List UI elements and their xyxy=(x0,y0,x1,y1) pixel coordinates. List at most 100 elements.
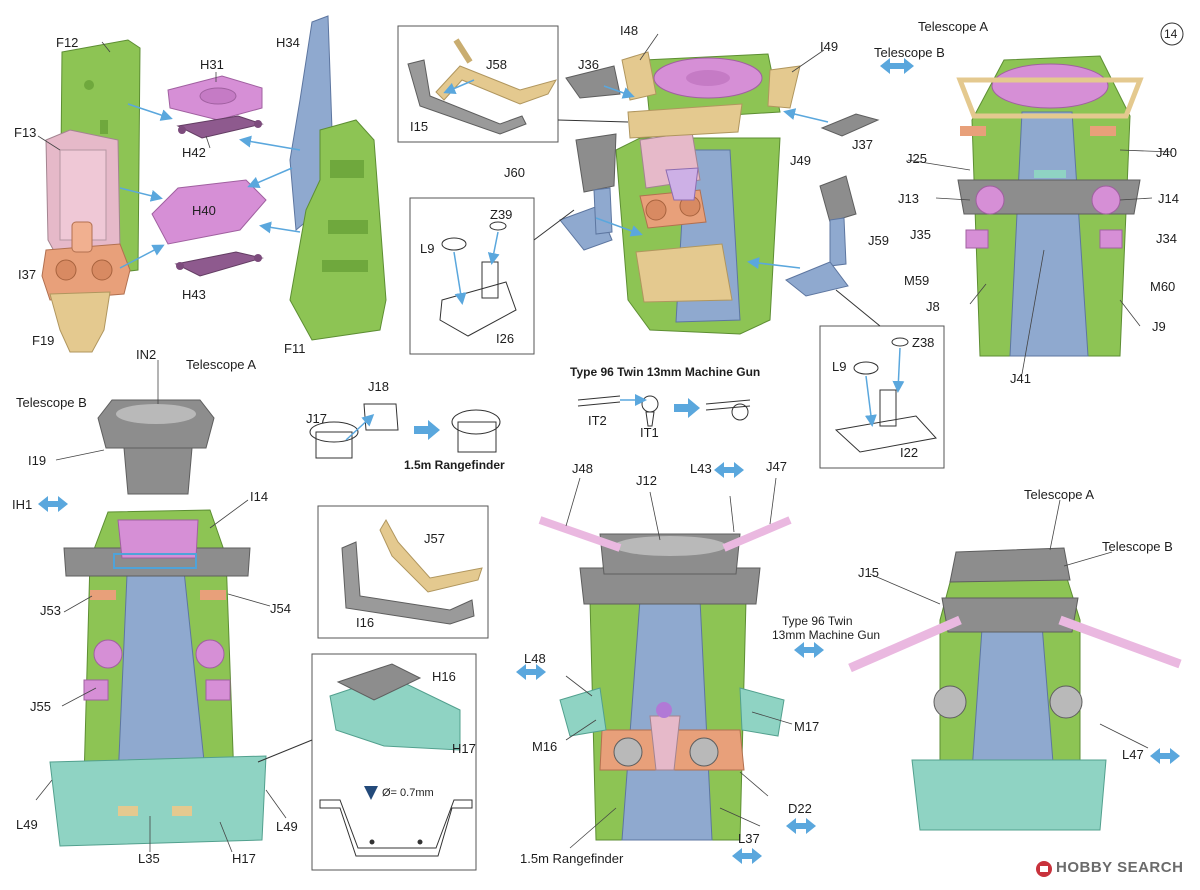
label-i19: I19 xyxy=(28,453,47,468)
f13-part xyxy=(45,129,121,263)
label-j34: J34 xyxy=(1156,231,1177,246)
label-j9: J9 xyxy=(1152,319,1166,334)
label-j35: J35 xyxy=(910,227,931,242)
label-f13: F13 xyxy=(14,125,37,140)
label-j13: J13 xyxy=(898,191,919,206)
label-j8: J8 xyxy=(926,299,940,314)
label-j12: J12 xyxy=(636,473,657,488)
top-platform-i19 xyxy=(97,399,215,495)
label-f12: F12 xyxy=(56,35,79,50)
f11-part xyxy=(289,119,387,341)
label-telescope-b-2: Telescope B xyxy=(16,395,87,410)
label-j60: J60 xyxy=(504,165,525,180)
label-l9-b: L9 xyxy=(832,359,847,374)
label-z39: Z39 xyxy=(490,207,513,222)
label-m59: M59 xyxy=(904,273,930,288)
i37-part xyxy=(41,221,131,301)
bottom-center-tower xyxy=(538,516,792,841)
mg-callout-line2: 13mm Machine Gun xyxy=(772,628,881,642)
j36-part xyxy=(565,65,621,99)
i49-part xyxy=(767,65,801,109)
label-j49: J49 xyxy=(790,153,811,168)
label-telescope-b-3: Telescope B xyxy=(1102,539,1173,554)
label-l47: L47 xyxy=(1122,747,1144,762)
label-j41: J41 xyxy=(1010,371,1031,386)
j59-part xyxy=(785,175,857,297)
i26-inset-box xyxy=(409,197,535,355)
label-j14: J14 xyxy=(1158,191,1179,206)
label-i15: I15 xyxy=(410,119,429,134)
label-j57: J57 xyxy=(424,531,445,546)
label-telescope-b-1: Telescope B xyxy=(874,45,945,60)
label-i16: I16 xyxy=(356,615,375,630)
label-l49-a: L49 xyxy=(16,817,38,832)
j37-part xyxy=(820,113,880,137)
drill-diagram xyxy=(319,799,473,857)
label-j48: J48 xyxy=(572,461,593,476)
j57-part xyxy=(379,518,483,593)
label-h16: H16 xyxy=(432,669,456,684)
label-i49: I49 xyxy=(820,39,839,54)
label-j53: J53 xyxy=(40,603,61,618)
h43-part xyxy=(174,251,264,277)
bottom-right-tower xyxy=(848,547,1182,831)
label-j54: J54 xyxy=(270,601,291,616)
label-j55: J55 xyxy=(30,699,51,714)
label-h43: H43 xyxy=(182,287,206,302)
label-i37: I37 xyxy=(18,267,37,282)
label-h17-b: H17 xyxy=(452,741,476,756)
step-number: 14 xyxy=(1164,27,1178,41)
label-l9-a: L9 xyxy=(420,241,435,256)
label-h40: H40 xyxy=(192,203,216,218)
label-h34: H34 xyxy=(276,35,300,50)
h40-part xyxy=(151,179,267,245)
rangefinder-parts xyxy=(309,403,501,459)
label-j25: J25 xyxy=(906,151,927,166)
label-l37: L37 xyxy=(738,831,760,846)
label-j59: J59 xyxy=(868,233,889,248)
l9-z39-i26-linework xyxy=(439,221,517,337)
label-m17: M17 xyxy=(794,719,820,734)
label-i14: I14 xyxy=(250,489,269,504)
i15-part xyxy=(407,59,527,135)
i16-part xyxy=(341,541,475,625)
label-telescope-a-3: Telescope A xyxy=(1024,487,1095,502)
mg-callout-line1: Type 96 Twin xyxy=(782,614,853,628)
label-it2: IT2 xyxy=(588,413,607,428)
label-i26: I26 xyxy=(496,331,515,346)
label-l43: L43 xyxy=(690,461,712,476)
label-d22: D22 xyxy=(788,801,812,816)
label-ih1: IH1 xyxy=(12,497,33,512)
label-l35: L35 xyxy=(138,851,160,866)
label-j15: J15 xyxy=(858,565,879,580)
label-m16: M16 xyxy=(532,739,558,754)
rotate-arrow-icon xyxy=(38,58,1180,864)
label-telescope-a-2: Telescope A xyxy=(186,357,257,372)
label-j37: J37 xyxy=(852,137,873,152)
label-l48: L48 xyxy=(524,651,546,666)
j60-part xyxy=(559,133,617,251)
tower-view-top-right xyxy=(956,55,1144,357)
label-j40: J40 xyxy=(1156,145,1177,160)
label-z38: Z38 xyxy=(912,335,935,350)
label-in2: IN2 xyxy=(136,347,157,362)
bottom-left-tower xyxy=(49,509,267,847)
label-it1: IT1 xyxy=(640,425,659,440)
label-h17-a: H17 xyxy=(232,851,256,866)
h42-part xyxy=(176,115,264,139)
drill-hole-icon xyxy=(364,786,378,800)
hobby-search-logo-icon xyxy=(1036,861,1052,877)
machine-gun-title: Type 96 Twin 13mm Machine Gun xyxy=(570,365,761,379)
label-m60: M60 xyxy=(1150,279,1176,294)
label-telescope-a-1: Telescope A xyxy=(918,19,989,34)
label-j36: J36 xyxy=(578,57,599,72)
drill-size-label: Ø= 0.7mm xyxy=(382,787,434,799)
label-j17: J17 xyxy=(306,411,327,426)
leader-lines xyxy=(35,33,1173,853)
i22-inset-box xyxy=(819,325,945,469)
watermark-text: HOBBY SEARCH xyxy=(1056,859,1184,876)
h16-h17-parts xyxy=(329,663,461,751)
l9-z38-i22-linework xyxy=(834,337,937,453)
